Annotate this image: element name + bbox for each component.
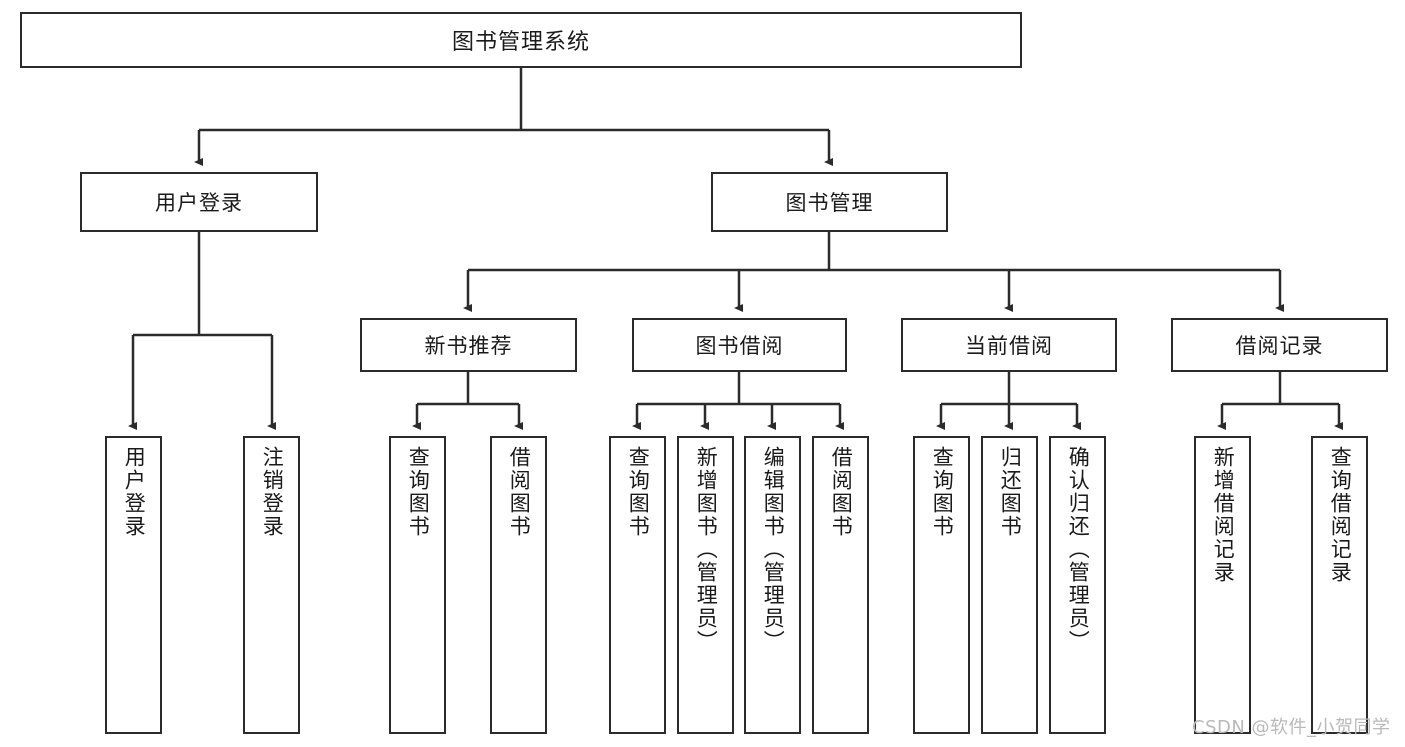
leaf-label: 借阅图书 [507,446,532,538]
leaf-current-return-book[interactable]: 归还图书 [981,436,1038,734]
leaf-label: 注销登录 [260,446,285,538]
node-borrow-record[interactable]: 借阅记录 [1171,318,1388,372]
node-root-label: 图书管理系统 [451,30,590,55]
leaf-label: 用户登录 [122,446,147,538]
leaf-user-login-signin[interactable]: 用户登录 [105,436,162,734]
node-book-management[interactable]: 图书管理 [711,172,948,232]
leaf-label: 查询图书 [930,446,955,538]
node-current-borrow[interactable]: 当前借阅 [901,318,1117,372]
node-book-borrow[interactable]: 图书借阅 [632,318,847,372]
leaf-label: 查询图书 [406,446,431,538]
csdn-watermark: CSDN @软件_小贺同学 [1192,717,1391,738]
leaf-label: 归还图书 [998,446,1023,538]
node-book-borrow-label: 图书借阅 [695,334,784,358]
node-borrow-record-label: 借阅记录 [1235,334,1324,358]
leaf-label: 查询图书 [626,446,651,538]
node-current-borrow-label: 当前借阅 [965,334,1053,358]
leaf-user-login-signout[interactable]: 注销登录 [243,436,300,734]
leaf-current-confirm-return-admin[interactable]: 确认归还（管理员） [1049,436,1106,734]
leaf-record-query[interactable]: 查询借阅记录 [1311,436,1368,734]
node-book-management-label: 图书管理 [785,191,874,215]
leaf-record-add[interactable]: 新增借阅记录 [1194,436,1251,734]
leaf-label: 新增借阅记录 [1211,446,1236,584]
leaf-label: 新增图书（管理员） [694,446,719,653]
leaf-current-query-book[interactable]: 查询图书 [913,436,970,734]
leaf-borrow-edit-book-admin[interactable]: 编辑图书（管理员） [744,436,801,734]
node-user-login-label: 用户登录 [155,191,243,215]
leaf-new-book-borrow[interactable]: 借阅图书 [490,436,547,734]
node-user-login[interactable]: 用户登录 [80,172,318,232]
leaf-label: 借阅图书 [829,446,854,538]
leaf-borrow-query-book[interactable]: 查询图书 [609,436,666,734]
leaf-borrow-borrow-book[interactable]: 借阅图书 [812,436,869,734]
node-new-book-recommend-label: 新书推荐 [424,334,513,358]
leaf-label: 确认归还（管理员） [1066,446,1091,653]
node-root-system[interactable]: 图书管理系统 [20,12,1022,68]
node-new-book-recommend[interactable]: 新书推荐 [360,318,577,372]
leaf-new-book-query[interactable]: 查询图书 [389,436,446,734]
leaf-label: 查询借阅记录 [1328,446,1353,584]
leaf-label: 编辑图书（管理员） [761,446,786,653]
leaf-borrow-add-book-admin[interactable]: 新增图书（管理员） [677,436,734,734]
